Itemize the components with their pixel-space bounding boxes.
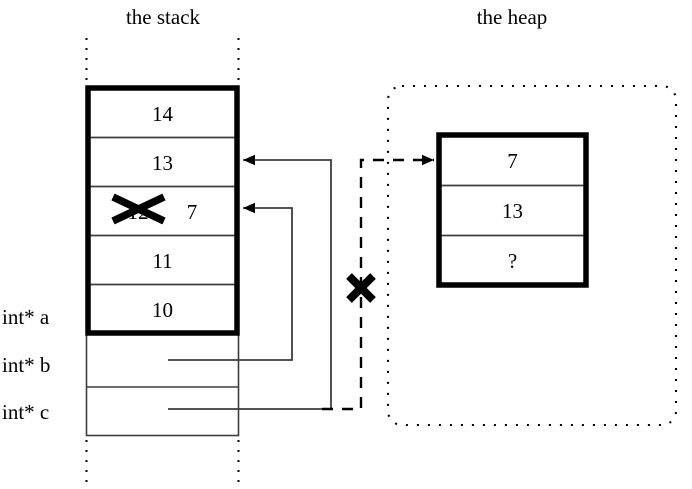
stack-cell-value-3: 11 [152,249,173,273]
broken-pointer-to-heap [322,154,434,411]
heap-cell-value-0: 7 [507,149,518,173]
pointer-label-a: int* a [2,305,50,329]
stack-cell-value-1: 13 [152,151,173,175]
stack-pointer-cells [85,333,240,437]
heap-cell-value-1: 13 [502,199,523,223]
pointer-b-to-stack-12 [168,202,293,361]
heap-cell-value-2: ? [507,249,518,273]
stack-dotted-bottom-guides [85,440,240,487]
pointer-label-b: int* b [2,353,51,377]
heap-block-box [436,132,589,288]
stack-frame-box [85,85,240,336]
pointer-c-to-stack-13 [168,154,332,410]
stack-title: the stack [125,5,201,29]
broken-link-x-mark [346,273,376,303]
stack-cell-value-2-old: 12 [127,200,149,224]
struck-value-x-mark [111,193,166,225]
stack-cell-value-4: 10 [152,298,173,322]
stack-cell-value-0: 14 [152,102,173,126]
pointer-label-c: int* c [2,400,50,424]
stack-cell-value-2-new: 7 [186,200,198,224]
heap-title: the heap [476,5,548,29]
stack-dotted-top-guides [85,38,240,86]
